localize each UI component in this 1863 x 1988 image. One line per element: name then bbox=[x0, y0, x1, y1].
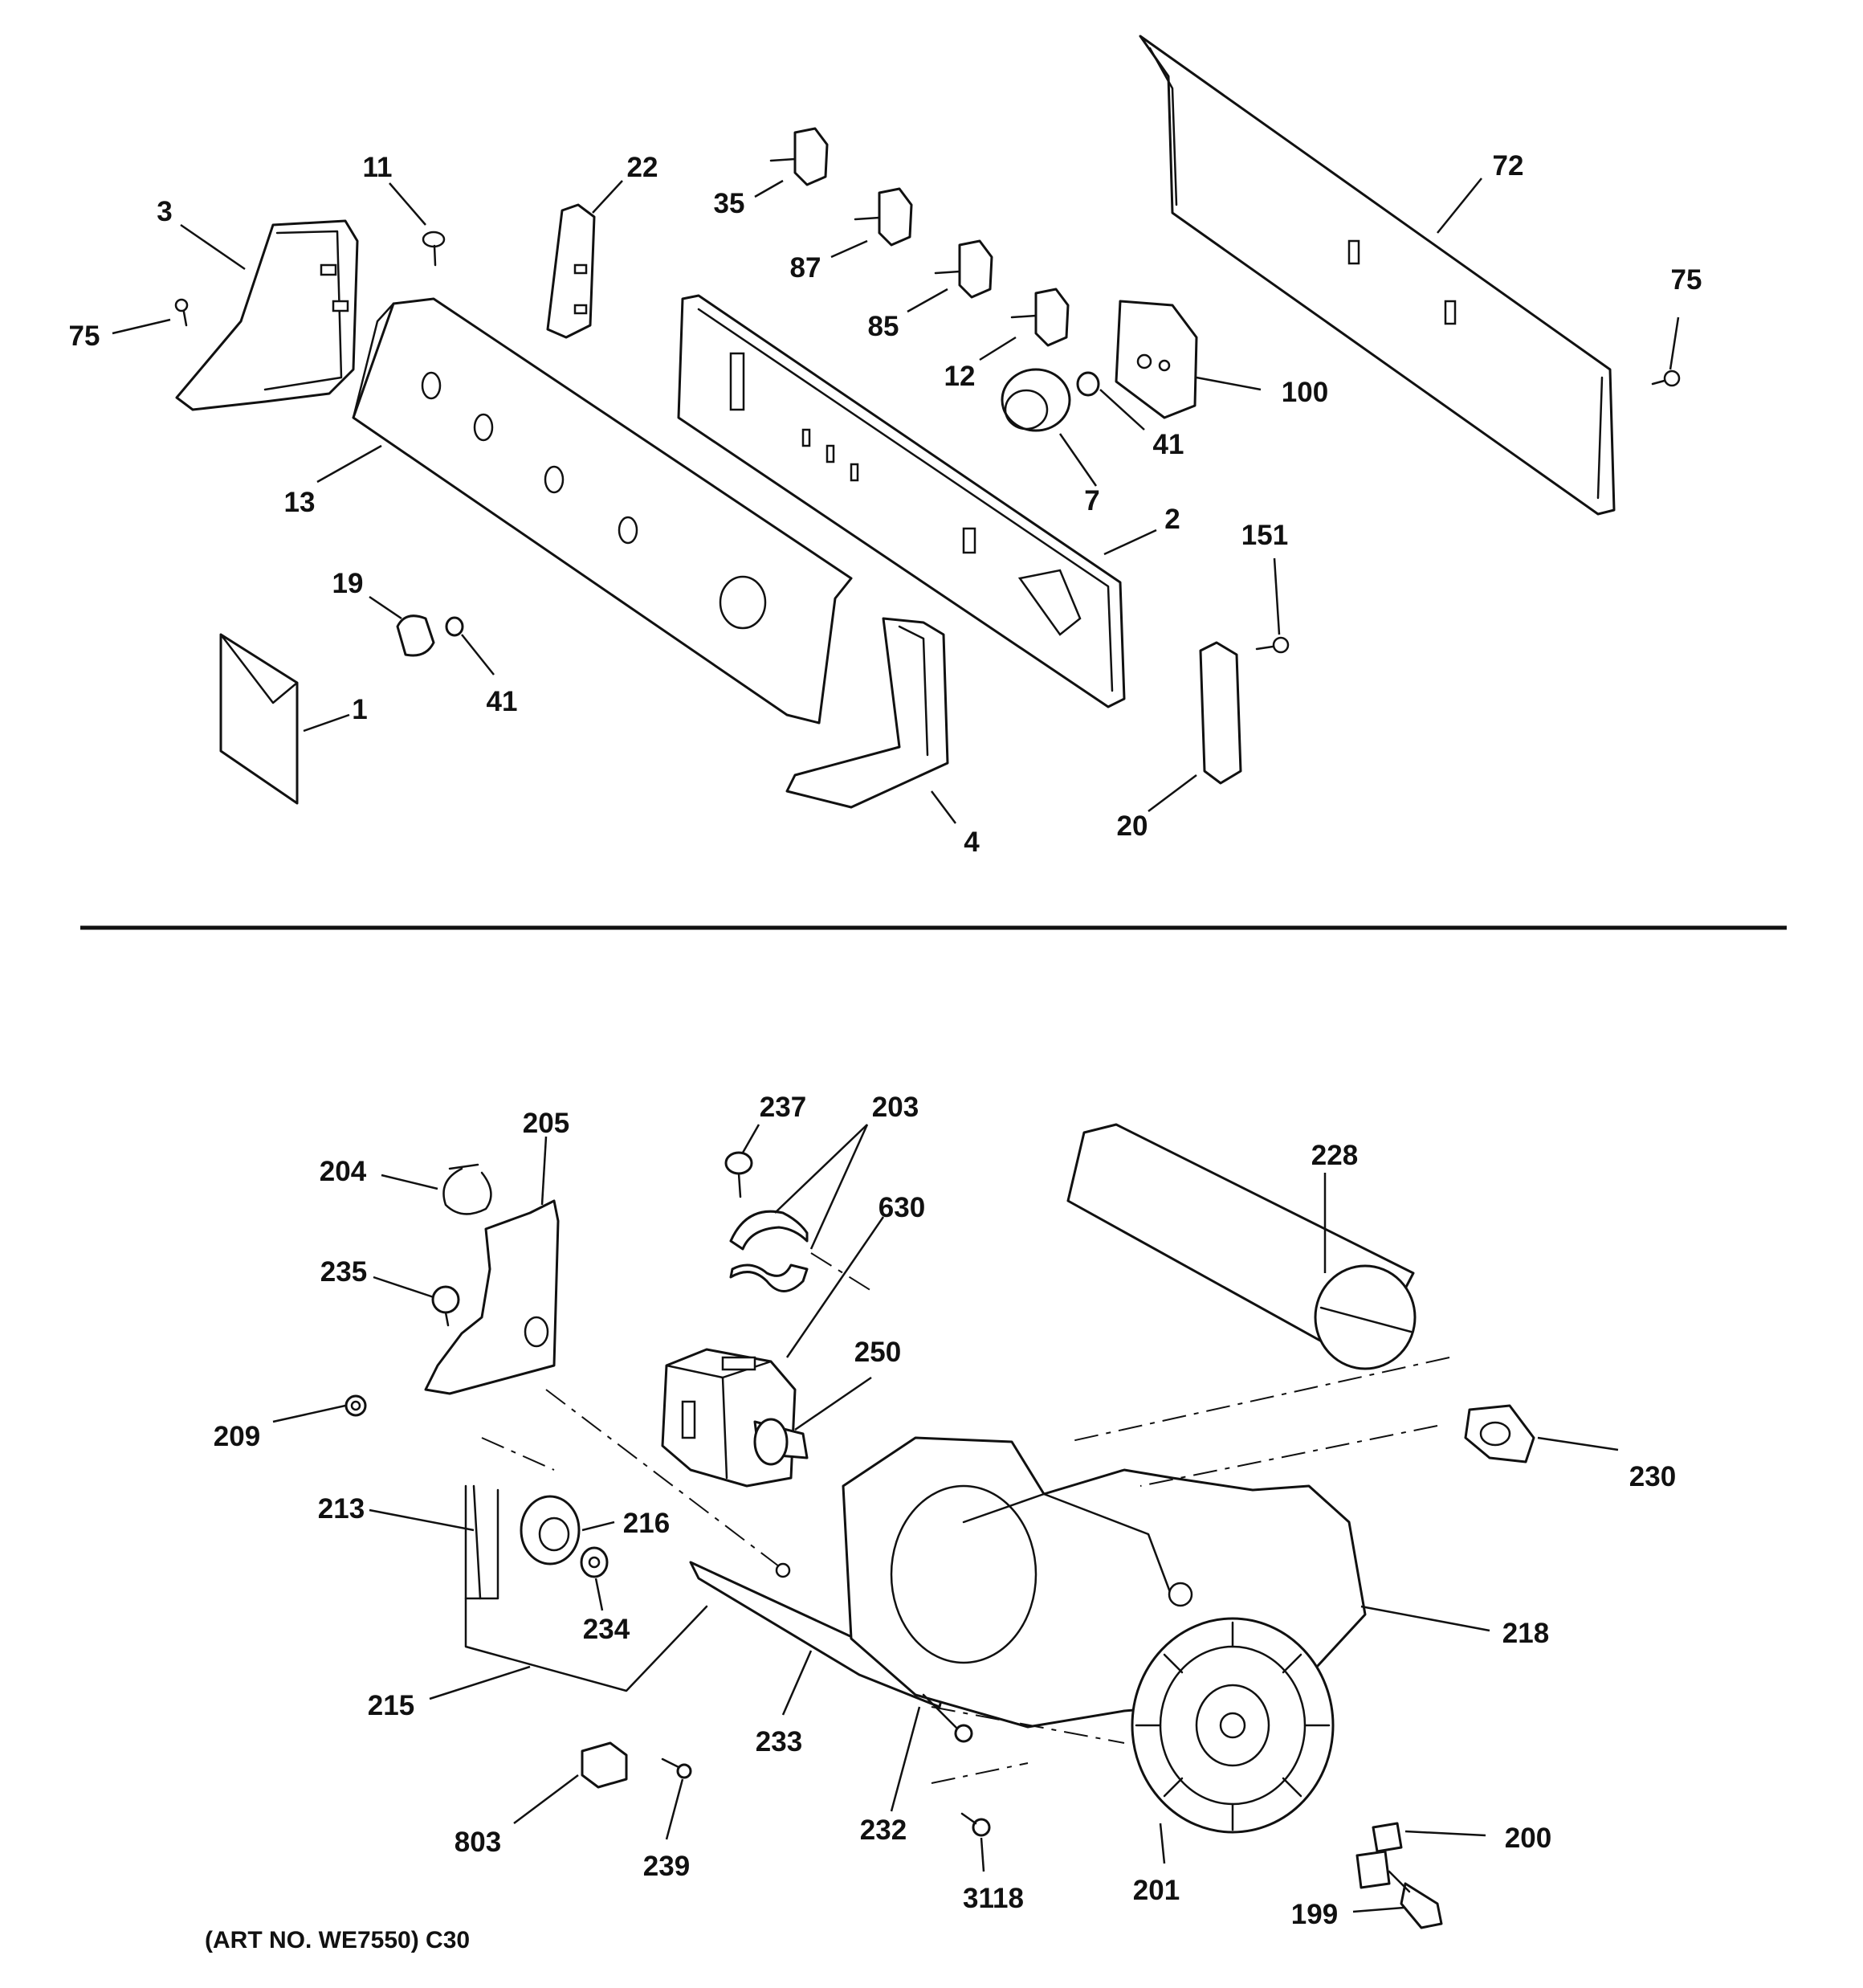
part-35-switch bbox=[769, 127, 829, 186]
label-216: 216 bbox=[623, 1508, 670, 1539]
label-3: 3 bbox=[157, 196, 172, 227]
part-3-left-endcap bbox=[175, 219, 359, 411]
part-209-nut bbox=[344, 1394, 367, 1417]
part-85-switch bbox=[934, 239, 993, 299]
label-233: 233 bbox=[756, 1726, 802, 1757]
label-203: 203 bbox=[872, 1092, 919, 1123]
label-41-top: 41 bbox=[1153, 429, 1184, 460]
lower-leader-lines bbox=[272, 1124, 1619, 1913]
part-41-spacer-bottom bbox=[445, 616, 464, 637]
label-3118: 3118 bbox=[963, 1883, 1024, 1914]
part-200-clip bbox=[1355, 1822, 1403, 1889]
part-87-switch bbox=[854, 187, 913, 247]
label-22: 22 bbox=[627, 152, 658, 183]
part-3118-screw bbox=[960, 1812, 991, 1837]
part-630-motor bbox=[661, 1348, 797, 1488]
part-22-bracket bbox=[546, 203, 596, 339]
label-234: 234 bbox=[583, 1614, 630, 1645]
part-19-knob bbox=[396, 614, 435, 657]
label-230: 230 bbox=[1629, 1461, 1676, 1492]
label-235: 235 bbox=[320, 1256, 367, 1288]
part-204-clip bbox=[442, 1163, 492, 1215]
part-72-rear-cover bbox=[1139, 35, 1616, 516]
part-216-idler-pulley bbox=[520, 1495, 581, 1565]
part-4-right-endcap bbox=[785, 617, 949, 809]
part-11-screw bbox=[422, 231, 446, 267]
label-2: 2 bbox=[1164, 504, 1180, 535]
part-1-envelope bbox=[219, 633, 299, 805]
part-803-switch bbox=[581, 1741, 628, 1789]
part-2-control-frame bbox=[677, 294, 1126, 708]
part-20-bracket bbox=[1199, 641, 1242, 785]
part-215-tension-rod bbox=[464, 1597, 708, 1692]
art-number: (ART NO. WE7550) C30 bbox=[205, 1927, 470, 1953]
label-237: 237 bbox=[760, 1092, 806, 1123]
part-13-front-panel bbox=[352, 297, 853, 725]
part-151-screw bbox=[1255, 636, 1290, 654]
part-232-bolt bbox=[922, 1693, 973, 1743]
label-11: 11 bbox=[363, 152, 393, 183]
part-100-timer bbox=[1115, 300, 1198, 419]
label-1: 1 bbox=[352, 694, 367, 725]
part-213-idler-bracket bbox=[464, 1484, 499, 1600]
part-41-spacer-top bbox=[1076, 371, 1100, 397]
part-235-screw bbox=[431, 1285, 460, 1327]
part-7-knob bbox=[1001, 368, 1071, 432]
part-75-screw-left bbox=[174, 298, 189, 327]
part-250-motor-shaft bbox=[753, 1418, 809, 1466]
part-199-bolt bbox=[1388, 1870, 1443, 1929]
label-204: 204 bbox=[320, 1156, 367, 1187]
control-panel-assembly: 75 3 11 22 35 87 85 12 72 75 100 41 7 13… bbox=[69, 35, 1702, 858]
label-85: 85 bbox=[868, 311, 899, 342]
label-41-bottom: 41 bbox=[487, 686, 518, 717]
label-218: 218 bbox=[1502, 1618, 1549, 1649]
label-228: 228 bbox=[1311, 1140, 1358, 1171]
label-7: 7 bbox=[1084, 485, 1099, 516]
label-75-left: 75 bbox=[69, 320, 100, 352]
part-12-switch bbox=[1010, 288, 1070, 347]
upper-leader-lines bbox=[112, 178, 1680, 824]
motor-blower-assembly: 237 203 205 204 630 228 235 250 209 230 … bbox=[214, 1092, 1676, 1930]
part-239-screw bbox=[661, 1757, 692, 1779]
part-203-motor-clamps bbox=[729, 1210, 809, 1292]
label-75-right: 75 bbox=[1671, 264, 1702, 296]
label-630: 630 bbox=[879, 1192, 925, 1223]
label-151: 151 bbox=[1241, 520, 1288, 551]
label-213: 213 bbox=[318, 1493, 365, 1525]
label-12: 12 bbox=[944, 361, 976, 392]
label-4: 4 bbox=[964, 827, 980, 858]
part-205-bracket bbox=[424, 1199, 560, 1395]
label-250: 250 bbox=[854, 1337, 901, 1368]
label-72: 72 bbox=[1493, 150, 1524, 182]
part-234-idler-bushing bbox=[580, 1546, 609, 1578]
alignment-lines bbox=[481, 1252, 1450, 1784]
label-20: 20 bbox=[1117, 810, 1148, 842]
label-205: 205 bbox=[523, 1108, 569, 1139]
part-228-duct bbox=[1066, 1123, 1417, 1370]
label-803: 803 bbox=[455, 1827, 501, 1858]
label-35: 35 bbox=[714, 188, 745, 219]
part-75-screw-right bbox=[1651, 369, 1681, 387]
label-201: 201 bbox=[1133, 1875, 1180, 1906]
label-19: 19 bbox=[332, 568, 364, 599]
label-215: 215 bbox=[368, 1690, 414, 1721]
label-13: 13 bbox=[284, 487, 316, 518]
label-199: 199 bbox=[1291, 1899, 1338, 1930]
part-230-seal bbox=[1464, 1404, 1535, 1463]
part-201-blower-wheel bbox=[1131, 1617, 1335, 1834]
label-87: 87 bbox=[790, 252, 821, 284]
label-239: 239 bbox=[643, 1851, 690, 1882]
label-100: 100 bbox=[1282, 377, 1328, 408]
label-200: 200 bbox=[1505, 1823, 1551, 1854]
label-232: 232 bbox=[860, 1815, 907, 1846]
part-237-screw bbox=[724, 1151, 753, 1198]
label-209: 209 bbox=[214, 1421, 260, 1452]
